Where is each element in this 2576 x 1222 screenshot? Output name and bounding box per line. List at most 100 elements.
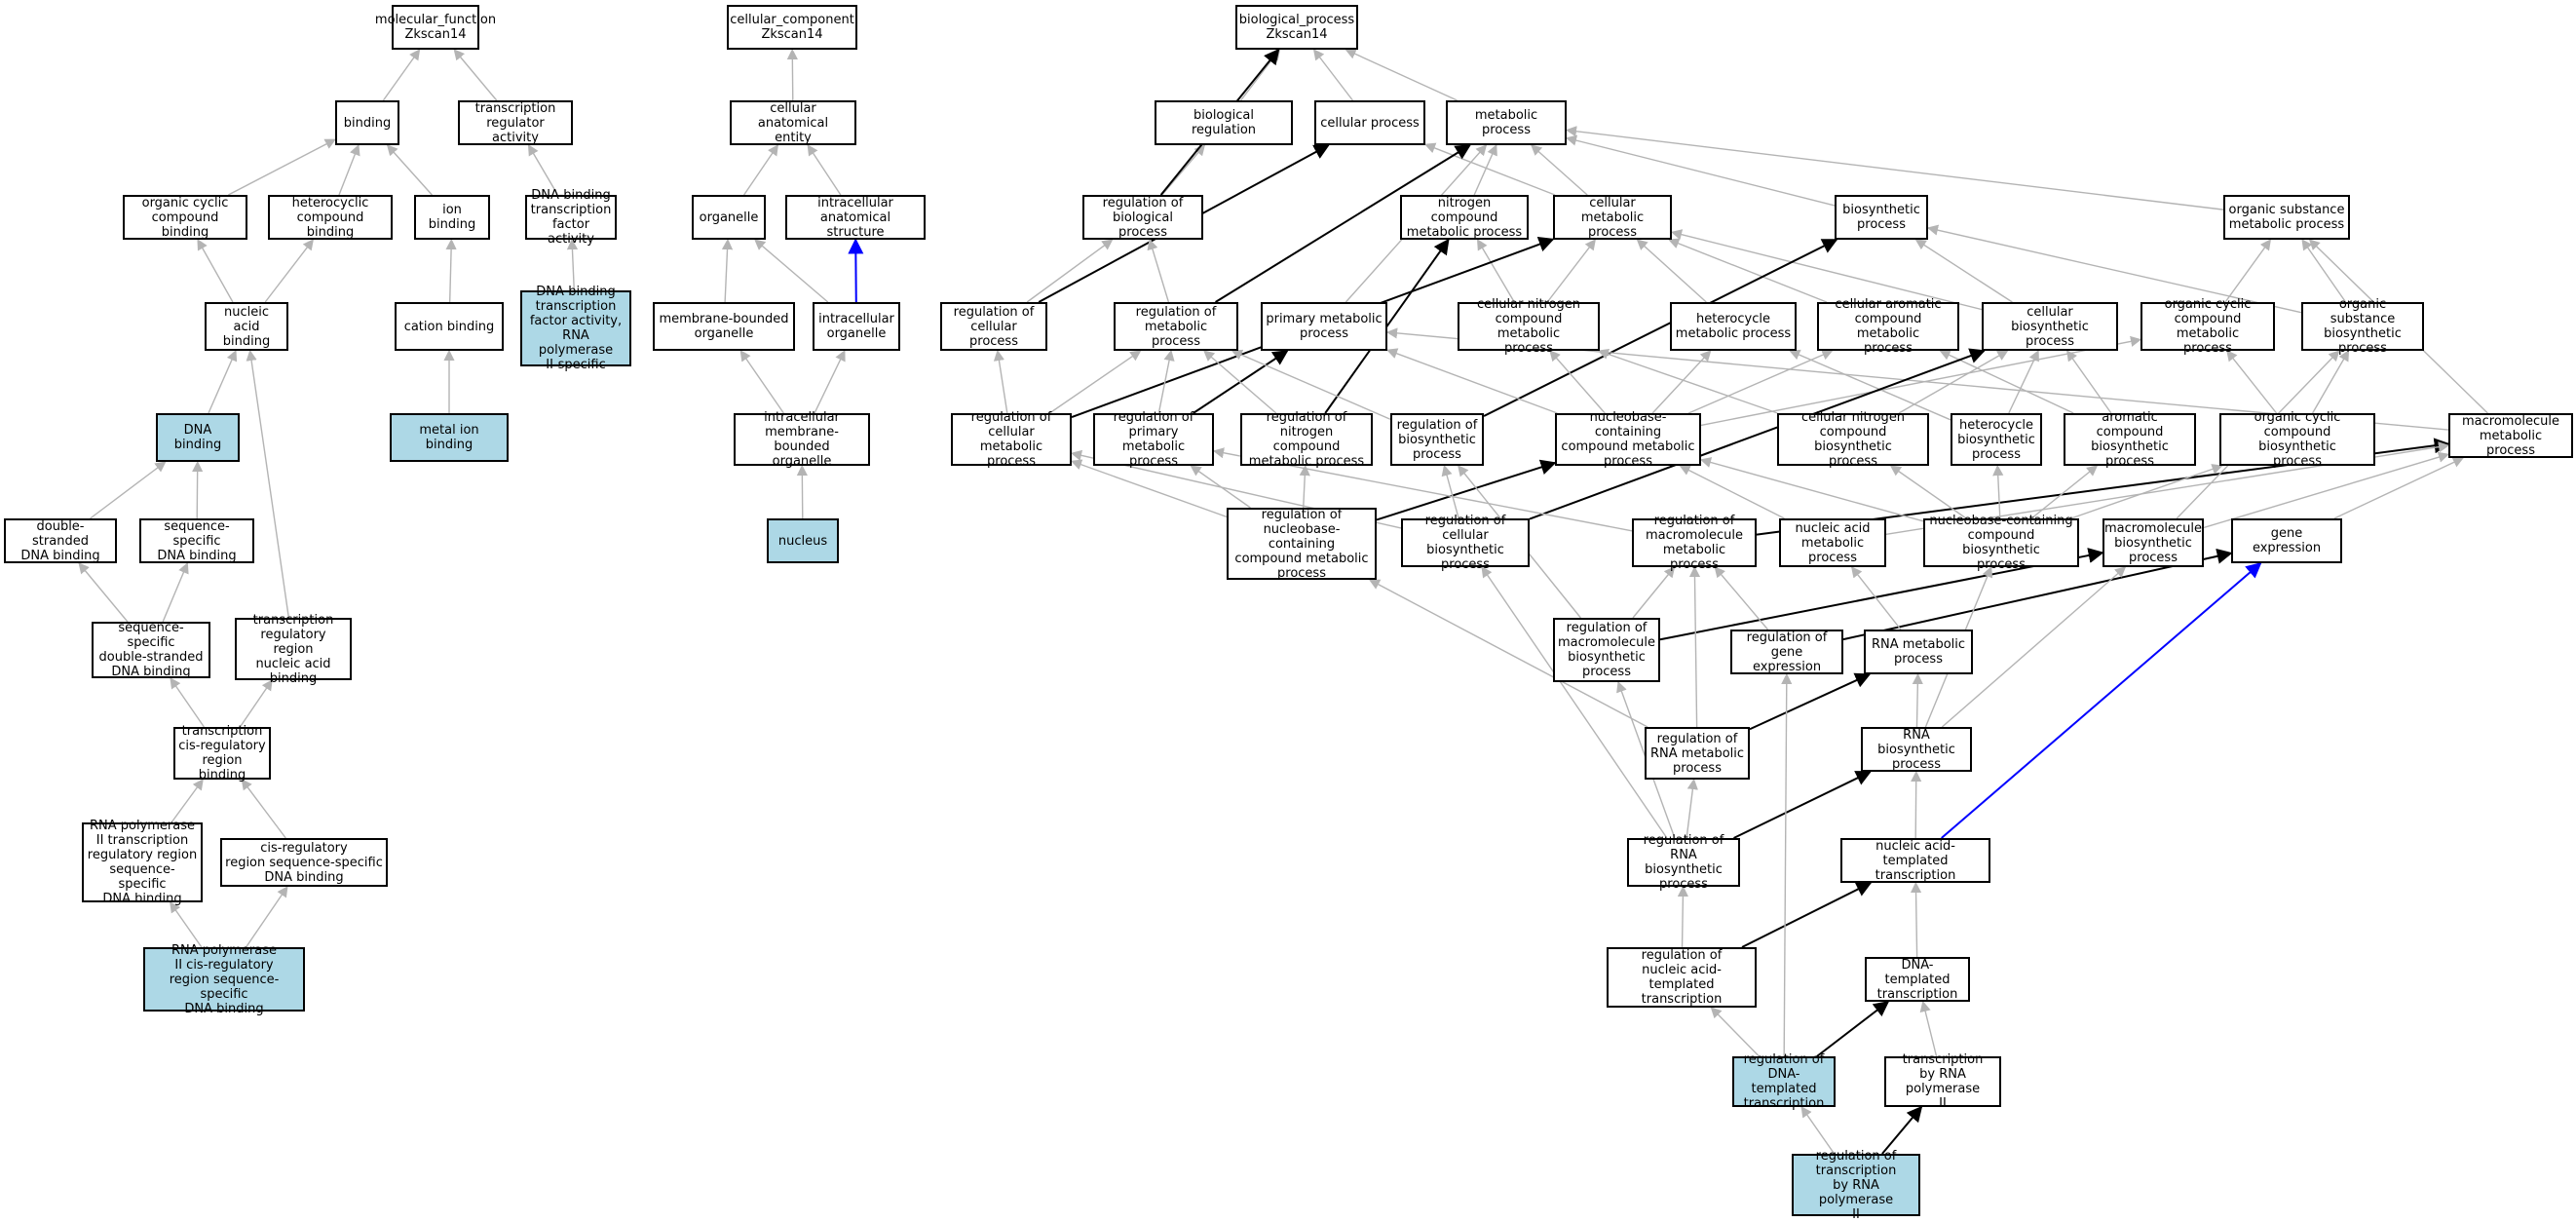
- go-term-node: biological regulation: [1155, 100, 1293, 145]
- is-a-edge: [1781, 672, 1793, 1057]
- is-a-edge: [527, 144, 559, 196]
- go-term-node: nucleobase-containing compound metabolic…: [1555, 410, 1701, 469]
- go-term-node: membrane-bounded organelle: [653, 302, 795, 351]
- go-term-node: RNA polymerase II cis-regulatory region …: [143, 943, 305, 1016]
- is-a-edge: [1161, 144, 1206, 196]
- is-a-edge: [807, 144, 842, 196]
- is-a-edge: [445, 238, 457, 303]
- is-a-edge: [1912, 672, 1923, 728]
- is-a-edge: [170, 677, 205, 728]
- is-a-edge: [1926, 224, 2302, 314]
- go-term-node: macromolecule metabolic process: [2448, 413, 2573, 458]
- is-a-edge: [1597, 349, 1778, 414]
- go-term-node: cellular process: [1314, 100, 1425, 145]
- is-a-edge: [1231, 349, 1391, 420]
- go-term-node: binding: [335, 100, 399, 145]
- is-a-edge: [993, 349, 1008, 414]
- go-term-node: organic cyclic compound binding: [123, 195, 247, 240]
- is-a-edge: [228, 138, 336, 196]
- is-a-edge: [90, 461, 167, 519]
- is-a-edge: [1710, 1007, 1760, 1057]
- is-a-edge: [239, 679, 273, 728]
- is-a-edge: [246, 349, 290, 619]
- part-of-edge: [848, 238, 864, 303]
- is-a-edge: [2226, 350, 2278, 414]
- is-a-edge: [1686, 778, 1698, 839]
- go-term-node: heterocyclic compound binding: [268, 195, 393, 240]
- is-a-edge: [1670, 229, 1983, 311]
- go-term-node: regulation of nitrogen compound metaboli…: [1240, 410, 1373, 469]
- go-term-node: cellular_component Zkscan14: [727, 5, 857, 50]
- go-term-node: heterocycle metabolic process: [1670, 302, 1797, 351]
- go-term-node: regulation of macromolecule metabolic pr…: [1632, 514, 1757, 572]
- is-a-edge: [1385, 348, 1558, 414]
- is-a-edge: [2333, 457, 2465, 519]
- regulates-edge: [1749, 672, 1872, 731]
- go-term-node: metabolic process: [1446, 100, 1567, 145]
- go-term-node: heterocycle biosynthetic process: [1951, 413, 2042, 466]
- go-term-node: organelle: [692, 195, 766, 240]
- go-term-node: regulation of biosynthetic process: [1390, 413, 1484, 466]
- go-term-node: cellular nitrogen compound metabolic pro…: [1458, 297, 1600, 356]
- regulates-edge: [1881, 1105, 1923, 1155]
- is-a-edge: [814, 349, 846, 414]
- go-term-node: primary metabolic process: [1261, 302, 1387, 351]
- go-term-node: sequence-specific DNA binding: [139, 518, 254, 563]
- go-term-node: gene expression: [2231, 518, 2342, 563]
- is-a-edge: [1026, 239, 1114, 303]
- is-a-edge: [162, 561, 189, 623]
- is-a-edge: [1688, 565, 1701, 728]
- is-a-edge: [1423, 142, 1556, 196]
- is-a-edge: [1679, 465, 1785, 519]
- is-a-edge: [208, 349, 238, 414]
- go-term-node: regulation of RNA biosynthetic process: [1627, 833, 1740, 892]
- is-a-edge: [1368, 579, 1648, 728]
- is-a-edge: [2203, 451, 2450, 529]
- is-a-edge: [453, 49, 498, 101]
- is-a-edge: [1651, 350, 1712, 414]
- go-term-node: regulation of transcription by RNA polym…: [1792, 1149, 1920, 1222]
- is-a-edge: [192, 460, 204, 519]
- go-term-node: nucleobase-containing compound biosynthe…: [1923, 514, 2079, 572]
- go-term-node: sequence-specific double-stranded DNA bi…: [92, 621, 210, 679]
- is-a-edge: [338, 143, 360, 196]
- is-a-edge: [1919, 1000, 1938, 1057]
- go-term-node: DNA binding: [156, 413, 240, 462]
- is-a-edge: [1910, 881, 1922, 958]
- go-term-node: cis-regulatory region sequence-specific …: [220, 838, 388, 887]
- is-a-edge: [1668, 238, 1828, 303]
- is-a-edge: [1157, 349, 1175, 414]
- go-term-node: cellular nitrogen compound biosynthetic …: [1777, 410, 1929, 469]
- go-term-node: double-stranded DNA binding: [4, 518, 117, 563]
- go-term-node: metal ion binding: [390, 413, 509, 462]
- go-term-node: DNA-binding transcription factor activit…: [525, 188, 617, 247]
- go-term-node: nucleic acid metabolic process: [1779, 518, 1886, 567]
- go-term-node: molecular_function Zkscan14: [375, 5, 496, 50]
- is-a-edge: [1070, 459, 1228, 518]
- go-term-node: intracellular organelle: [813, 302, 900, 351]
- regulates-edge: [1376, 459, 1557, 521]
- is-a-edge: [2301, 239, 2347, 303]
- go-term-node: regulation of metabolic process: [1114, 302, 1238, 351]
- regulates-edge: [1816, 1001, 1890, 1057]
- is-a-edge: [1565, 134, 1836, 207]
- is-a-edge: [1800, 1106, 1836, 1155]
- go-term-node: cellular anatomical entity: [730, 100, 856, 145]
- go-term-node: macromolecule biosynthetic process: [2102, 518, 2204, 567]
- go-term-node: regulation of biological process: [1082, 195, 1203, 240]
- go-term-node: organic substance biosynthetic process: [2301, 297, 2424, 356]
- is-a-edge: [2070, 464, 2223, 519]
- go-term-node: organic cyclic compound biosynthetic pro…: [2219, 410, 2375, 469]
- is-a-edge: [739, 350, 784, 414]
- is-a-edge: [1565, 126, 2224, 210]
- is-a-edge: [1898, 350, 2009, 414]
- go-term-node: regulation of RNA metabolic process: [1645, 727, 1750, 780]
- go-term-node: nucleic acid binding: [205, 302, 288, 351]
- regulates-edge: [1529, 348, 1986, 520]
- is-a-edge: [1203, 350, 1277, 414]
- regulates-edge: [1741, 882, 1873, 948]
- is-a-edge: [2066, 350, 2112, 414]
- is-a-edge: [382, 49, 421, 101]
